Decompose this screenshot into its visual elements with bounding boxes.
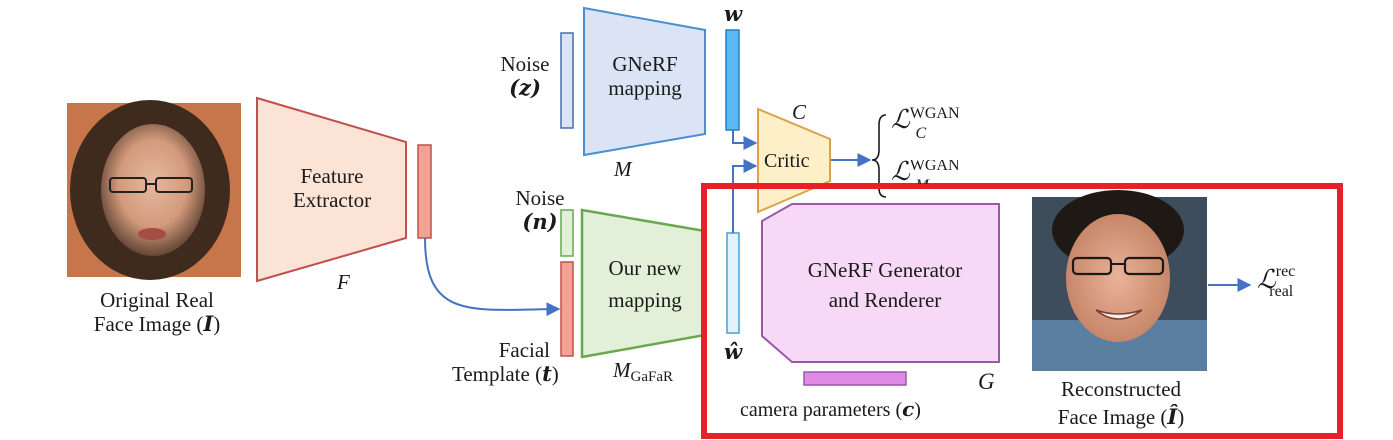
original-face-photo: [67, 100, 241, 280]
facial-template-label: Facial Template (t): [452, 338, 559, 386]
feature-vector: [417, 144, 432, 239]
w-hat-symbol: ŵ: [724, 339, 743, 364]
noise-z-vector: [560, 32, 574, 129]
feature-to-template-arrow: [424, 237, 561, 317]
input-caption: Original Real Face Image (I): [93, 288, 221, 336]
reconstruction-loss: ℒrecreal: [1257, 263, 1296, 300]
generator-label: GNeRF Generator and Renderer: [807, 258, 963, 312]
noise-z-label: Noise (z): [500, 52, 550, 100]
w-hat-vector: [726, 232, 740, 334]
critic-loss: ℒWGANC: [891, 105, 960, 142]
highlight-box: [701, 183, 1343, 439]
camera-label: camera parameters (c): [740, 397, 921, 421]
w-symbol: w: [724, 1, 743, 26]
critic-symbol: C: [792, 100, 807, 124]
output-caption: Reconstructed Face Image (Î): [1057, 377, 1185, 429]
feature-extractor-block: [256, 96, 407, 283]
connection-arrows: [424, 130, 1252, 317]
w-hat-to-critic-arrow: [732, 159, 758, 233]
generator-symbol: G: [978, 369, 995, 394]
critic-label: Critic: [764, 150, 810, 172]
generator-block: [761, 203, 1000, 363]
gnerf-mapping-label: GNeRF mapping: [608, 52, 682, 100]
new-mapping-label: Our new mapping: [608, 256, 682, 312]
new-mapping-symbol: MGaFaR: [613, 358, 673, 385]
reconstructed-face-photo: [1032, 190, 1207, 371]
mapping-loss: ℒWGANMrec: [891, 160, 960, 184]
gnerf-mapping-symbol: M: [614, 157, 632, 181]
feature-extractor-label: Feature Extractor: [292, 164, 372, 212]
template-vector: [560, 261, 574, 357]
camera-vector: [803, 371, 907, 386]
gnerf-mapping-block: [583, 6, 706, 157]
noise-n-vector: [560, 209, 574, 257]
noise-n-label: Noise (n): [515, 186, 565, 234]
w-vector: [725, 29, 740, 131]
loss-brace: [871, 114, 887, 198]
w-to-critic-arrow: [732, 130, 758, 150]
feature-extractor-symbol: F: [337, 270, 350, 294]
